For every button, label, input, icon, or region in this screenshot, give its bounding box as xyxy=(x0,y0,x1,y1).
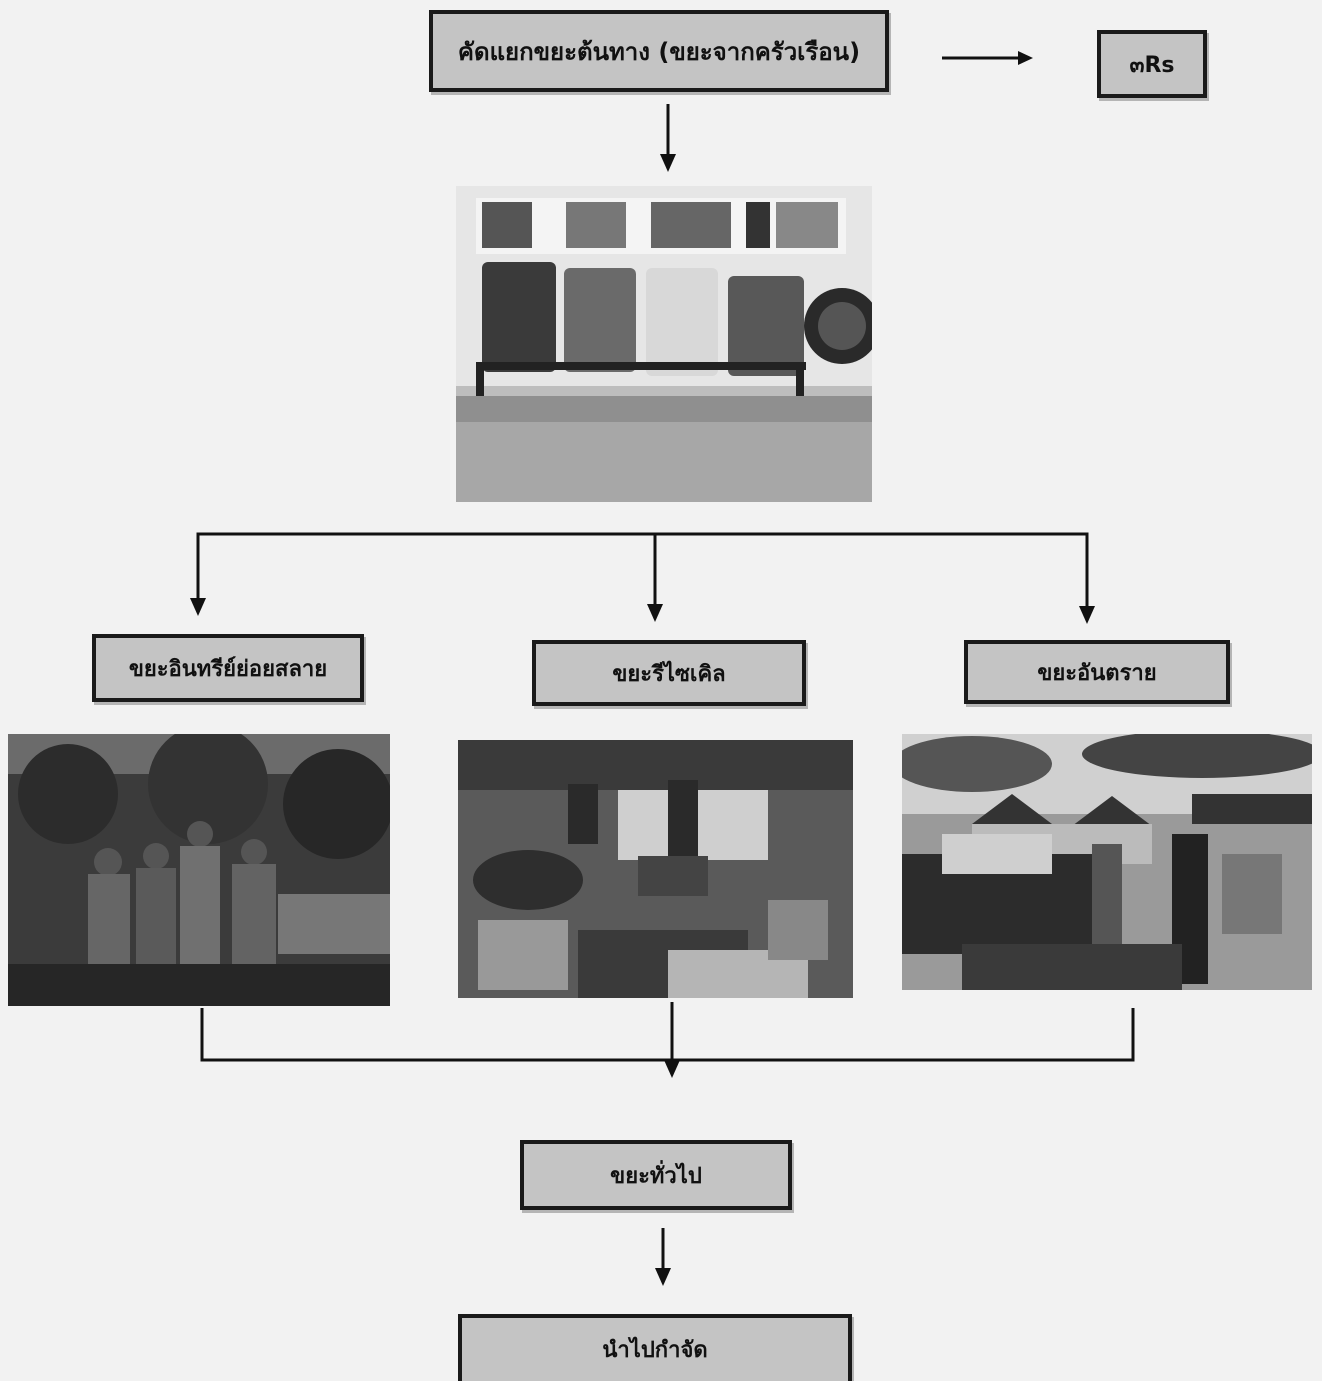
recycle-waste-photo xyxy=(458,740,853,998)
bins-photo xyxy=(456,186,872,502)
hazardous-waste-box: ขยะอันตราย xyxy=(964,640,1230,704)
organic-waste-photo xyxy=(8,734,390,1006)
recycle-waste-box: ขยะรีไซเคิล xyxy=(532,640,806,706)
hazardous-waste-photo xyxy=(902,734,1312,990)
organic-waste-box: ขยะอินทรีย์ย่อยสลาย xyxy=(92,634,364,702)
source-separation-label: คัดแยกขยะต้นทาง (ขยะจากครัวเรือน) xyxy=(457,37,861,66)
merge-line xyxy=(200,1008,1135,1062)
organic-waste-label: ขยะอินทรีย์ย่อยสลาย xyxy=(128,656,328,682)
disposal-label: นำไปกำจัด xyxy=(602,1338,708,1363)
hazardous-waste-label: ขยะอันตราย xyxy=(1037,660,1157,686)
split-line xyxy=(196,532,1089,608)
three-rs-box: ๓Rs xyxy=(1097,30,1207,98)
general-waste-box: ขยะทั่วไป xyxy=(520,1140,792,1210)
recycle-waste-label: ขยะรีไซเคิล xyxy=(612,661,726,687)
disposal-box: นำไปกำจัด xyxy=(458,1314,852,1381)
general-waste-label: ขยะทั่วไป xyxy=(610,1163,702,1189)
source-separation-box: คัดแยกขยะต้นทาง (ขยะจากครัวเรือน) xyxy=(429,10,889,92)
three-rs-label: ๓Rs xyxy=(1129,52,1175,78)
